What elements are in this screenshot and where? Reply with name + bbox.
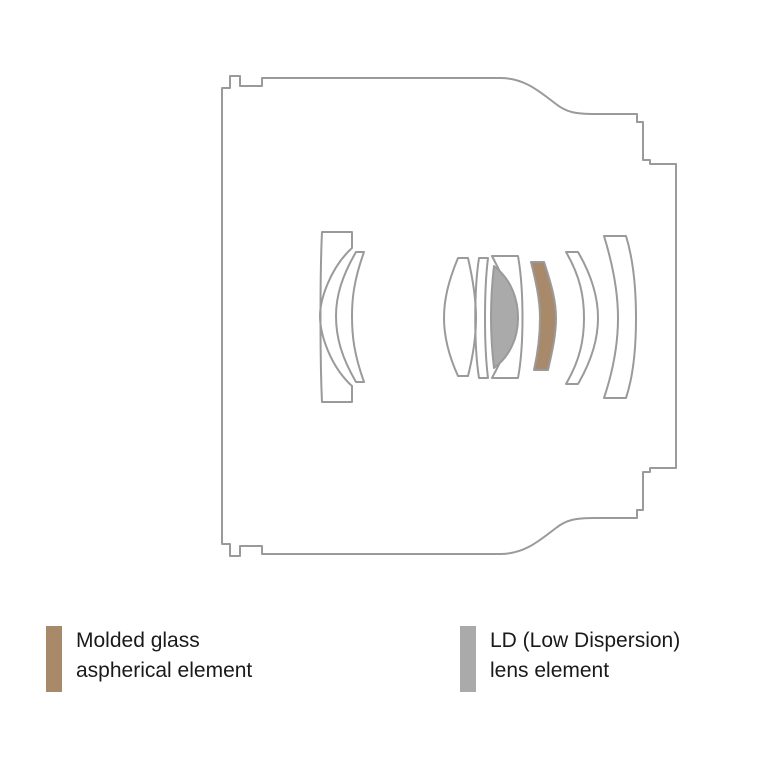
ld-element-label-line2: lens element <box>490 659 610 682</box>
lens-element-4 <box>474 257 489 379</box>
lens-element-8 <box>603 235 637 399</box>
legend-ld-element: LD (Low Dispersion) lens element <box>460 626 680 692</box>
lens-element-2 <box>335 251 365 383</box>
ld-element-label-line1: LD (Low Dispersion) <box>490 629 681 652</box>
lens-barrel-outline <box>221 75 677 557</box>
molded-glass-swatch <box>46 626 62 692</box>
molded-glass-label-line2: aspherical element <box>76 659 253 682</box>
lens-element-3 <box>443 257 477 377</box>
molded-aspherical-element <box>530 261 557 371</box>
lens-element-1 <box>319 231 353 403</box>
ld-lens-element <box>490 265 519 369</box>
lens-element-7 <box>565 251 599 385</box>
molded-glass-label-line1: Molded glass <box>76 629 200 652</box>
legend-molded-glass: Molded glass aspherical element <box>46 626 252 692</box>
ld-element-swatch <box>460 626 476 692</box>
lens-construction-diagram <box>221 75 677 557</box>
